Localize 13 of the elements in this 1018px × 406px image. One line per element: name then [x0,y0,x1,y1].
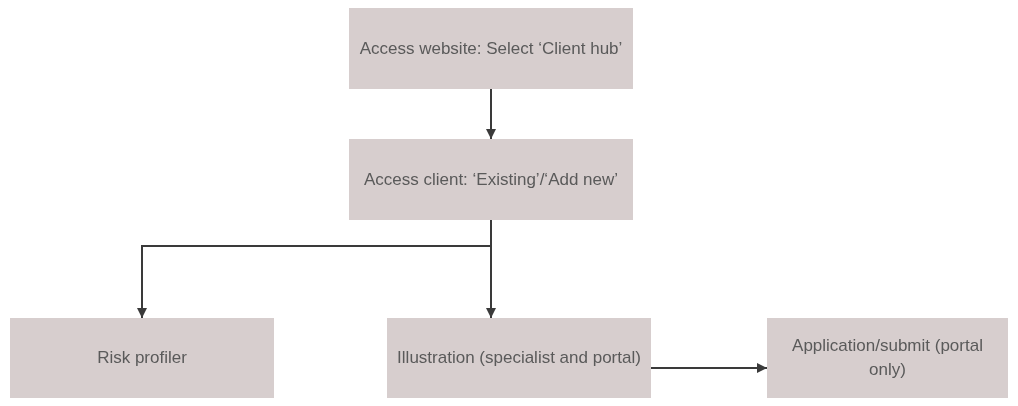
process-box [387,318,651,398]
arrow [486,219,496,319]
process-box [349,139,633,220]
arrow [650,363,768,373]
process-box [10,318,274,398]
box-label: Application/submit (portal only) [791,335,984,381]
box-label: Risk profiler [97,347,187,369]
box-label: Access client: ‘Existing’/‘Add new’ [363,168,619,191]
process-box [349,8,633,89]
process-box [767,318,1008,398]
box-label: Illustration (specialist and portal) [397,347,641,369]
box-label: Access website: Select ‘Client hub’ [359,37,623,60]
arrow [486,88,496,140]
